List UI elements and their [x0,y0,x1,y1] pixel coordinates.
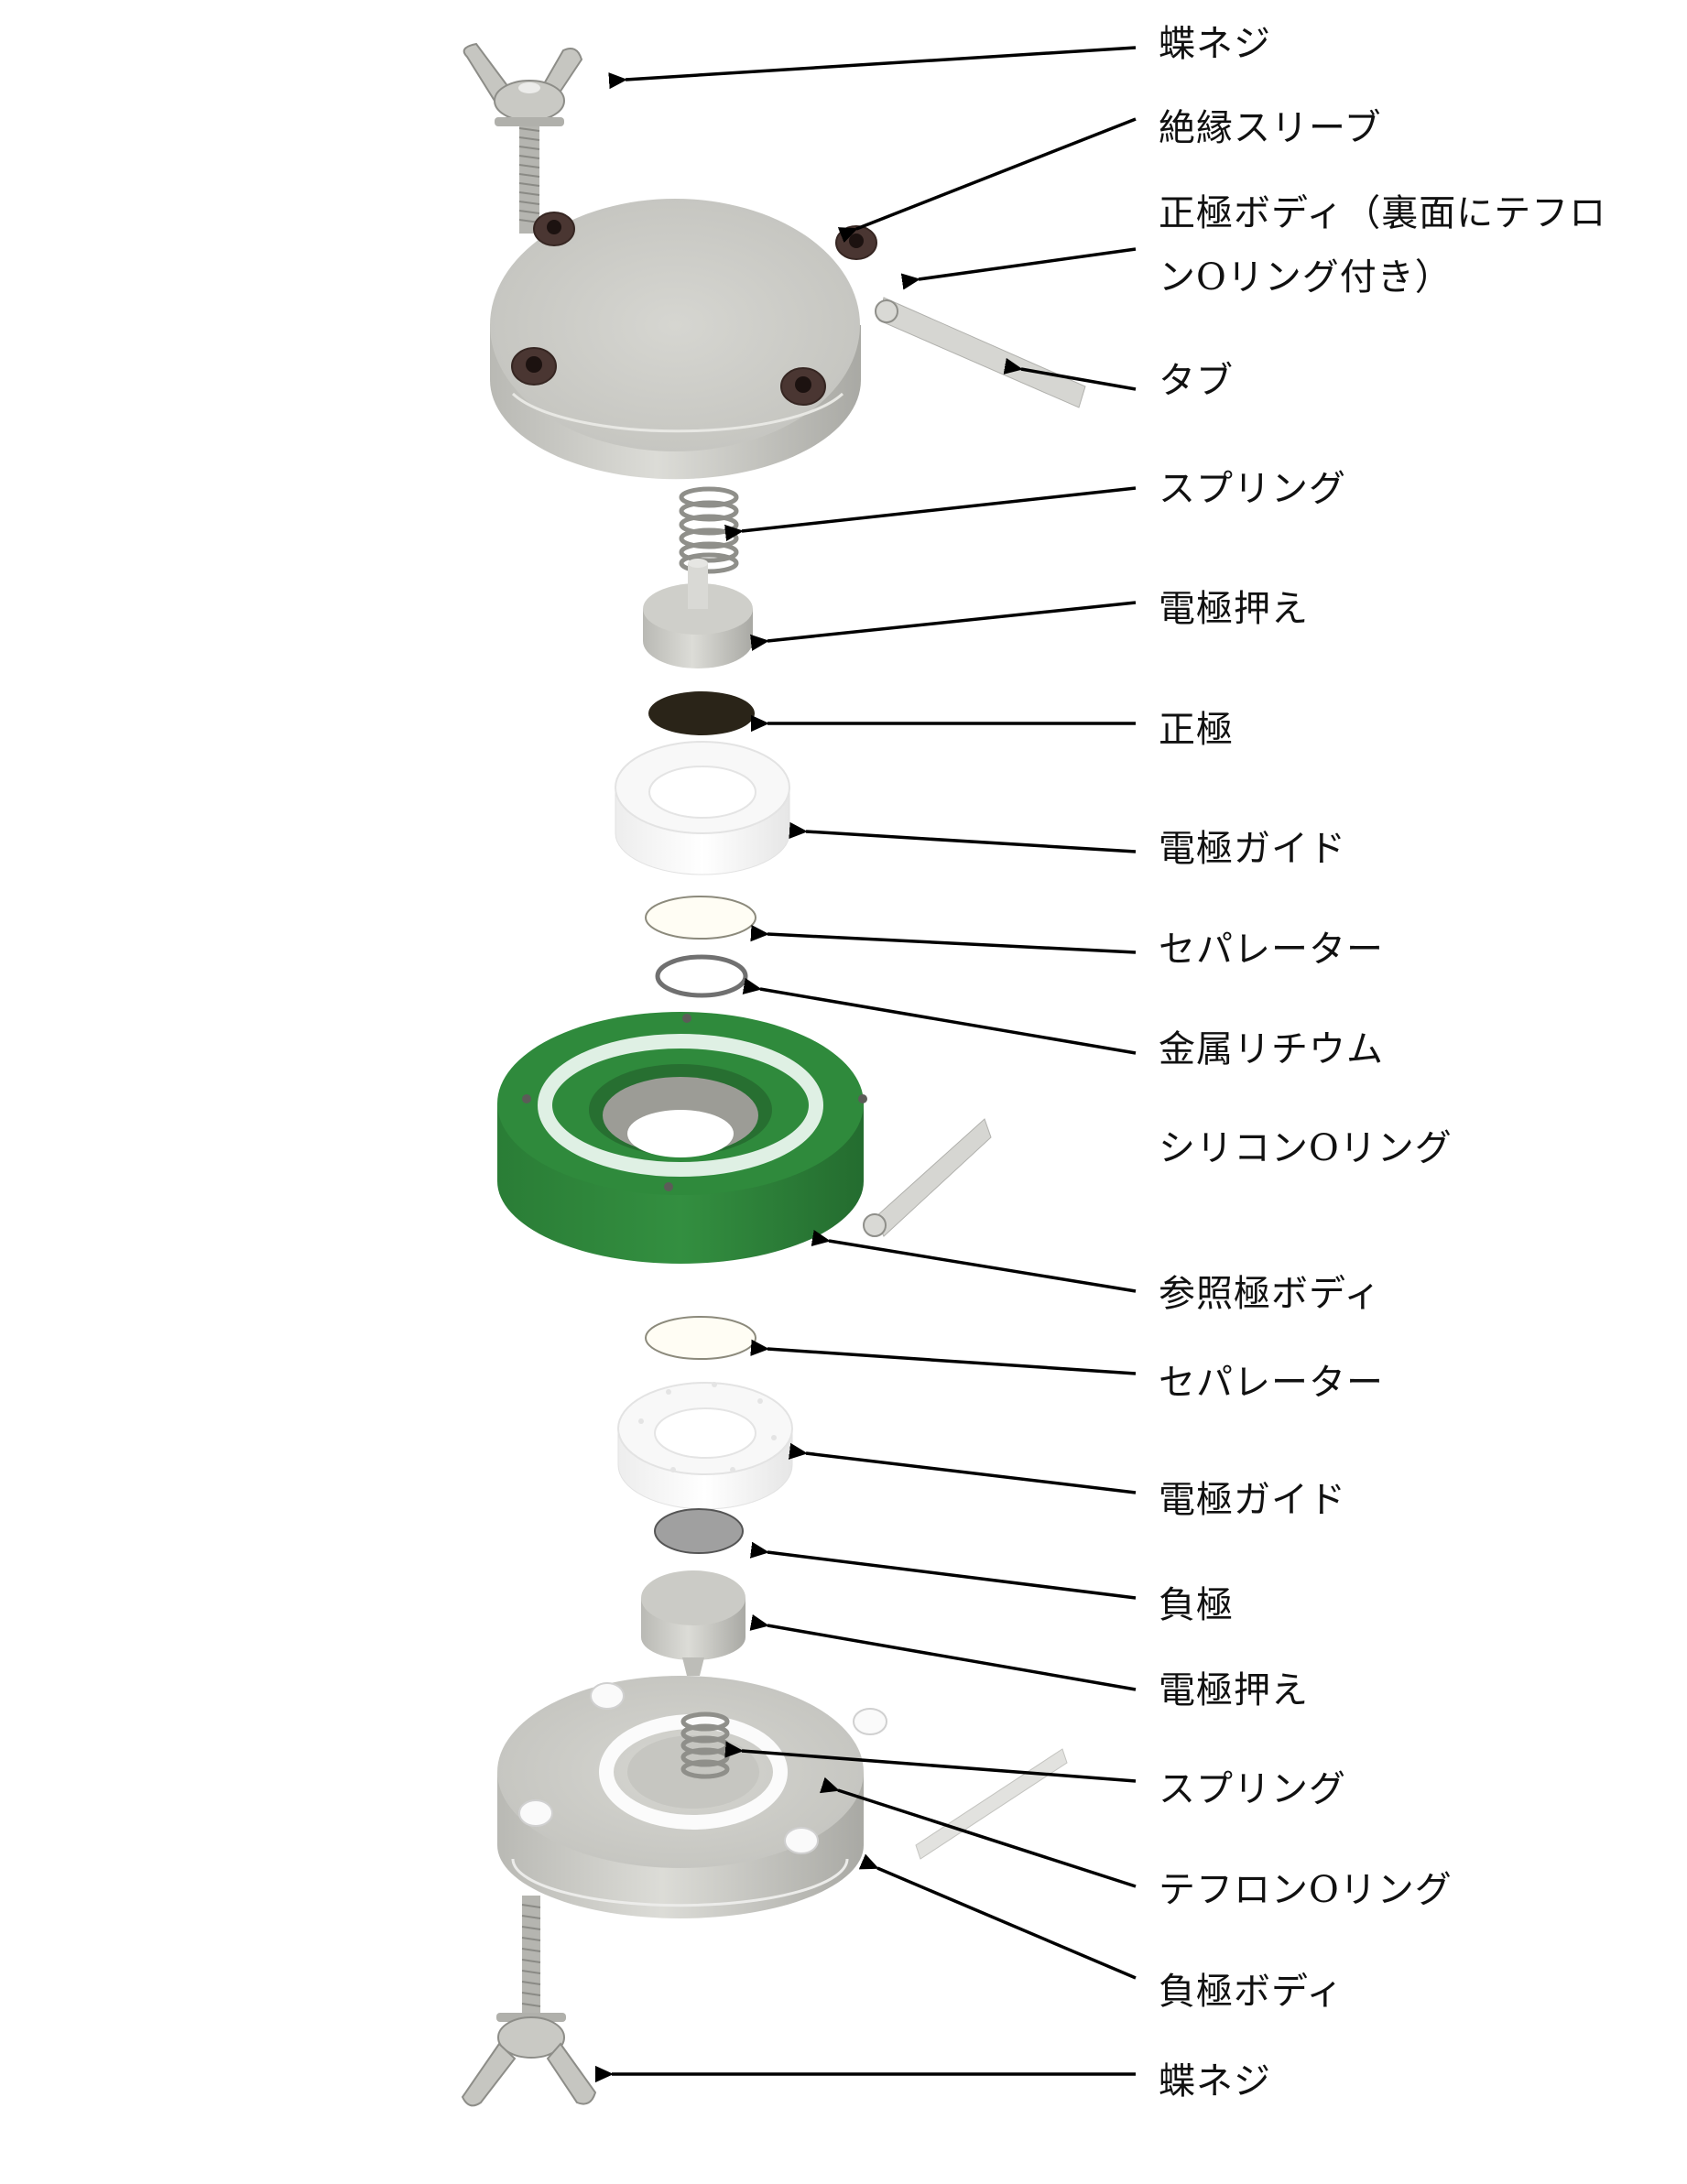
arrow-electrode-holder-bottom [767,1625,1137,1691]
electrode-holder-top-part [643,559,753,668]
arrow-wing-nut-top [626,46,1137,80]
label-reference-body: 参照極ボディ [1159,1273,1382,1315]
label-electrode-guide-bottom: 電極ガイド [1159,1479,1346,1521]
label-electrode-holder-top: 電極押え [1159,588,1309,630]
positive-electrode-part [648,691,755,735]
arrow-separator-top [767,934,1137,954]
arrow-tab [1021,369,1137,391]
arrow-electrode-guide-top [806,831,1137,853]
arrow-separator-bottom [767,1349,1137,1375]
arrow-positive-body [919,247,1137,279]
separator-bottom-part [645,1316,756,1360]
label-spring-top: スプリング [1159,468,1346,510]
arrow-reference-body [829,1241,1137,1293]
label-positive-body-line1: 正極ボディ（裏面にテフロ [1159,192,1607,234]
arrow-spring-top [742,486,1137,531]
label-negative-body: 負極ボディ [1159,1971,1344,2013]
label-insulating-sleeve: 絶縁スリーブ [1159,107,1382,149]
label-tab: タブ [1159,360,1234,402]
negative-body-part [497,1676,1068,1918]
arrow-electrode-holder-top [767,601,1137,641]
electrode-guide-top-part [615,741,790,875]
arrow-negative-electrode [767,1552,1137,1600]
separator-top-part [645,896,756,940]
reference-body-part [497,1012,992,1264]
callout-arrows [612,46,1137,2074]
arrow-lithium-metal [760,989,1137,1055]
negative-electrode-part [654,1508,744,1554]
arrow-insulating-sleeve [856,117,1137,229]
label-positive-electrode: 正極 [1159,709,1234,751]
label-separator-top: セパレーター [1159,929,1384,971]
label-spring-bottom: スプリング [1159,1768,1346,1810]
label-negative-electrode: 負極 [1159,1584,1234,1626]
label-wing-nut-bottom: 蝶ネジ [1159,2060,1271,2103]
spring-top-part [679,486,739,574]
label-positive-body-line2: ンOリング付き） [1159,256,1453,299]
positive-body-part [490,199,1086,480]
wing-nut-bottom-part [461,1896,597,2107]
electrode-holder-bottom-part [641,1570,746,1676]
label-wing-nut-top: 蝶ネジ [1159,23,1271,65]
arrow-negative-body [877,1868,1137,1980]
wing-nut-top-part [463,42,583,234]
label-electrode-holder-bottom: 電極押え [1159,1669,1309,1711]
electrode-guide-bottom-part [617,1382,793,1510]
arrow-electrode-guide-bottom [806,1453,1137,1494]
arrow-teflon-o-ring [838,1790,1137,1888]
label-electrode-guide-top: 電極ガイド [1159,828,1346,870]
label-separator-bottom: セパレーター [1159,1362,1384,1404]
arrow-spring-bottom [742,1751,1137,1783]
label-teflon-o-ring: テフロンOリング [1159,1869,1453,1911]
lithium-metal-part [655,954,748,998]
label-silicone-o-ring: シリコンOリング [1159,1127,1453,1169]
label-lithium-metal: 金属リチウム [1159,1028,1384,1070]
